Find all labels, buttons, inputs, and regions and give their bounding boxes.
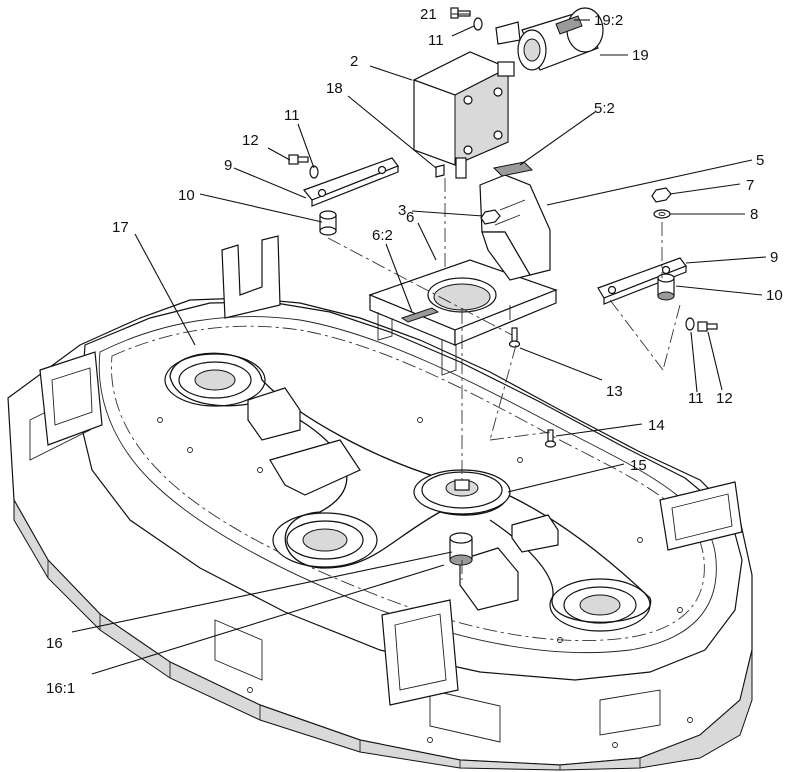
callout-13: 13: [606, 383, 623, 400]
callout-6-2: 6:2: [372, 227, 393, 244]
callout-labels: 21 19:2 11 19 2 18 5:2 11 12 9 5 10 7 3 …: [46, 6, 783, 697]
decal-5-2: [492, 161, 534, 177]
washer-11-left: [309, 165, 319, 179]
key-18: [435, 164, 445, 178]
bolt-14: [544, 429, 557, 448]
callout-21: 21: [420, 6, 437, 23]
deck-bracket-front-center: [381, 599, 459, 706]
callout-6: 6: [406, 209, 414, 226]
bolt-12-right: [697, 321, 718, 332]
belt-shield-center: [269, 439, 361, 496]
callout-10: 10: [178, 187, 195, 204]
belt-shield-right: [459, 547, 519, 611]
right-spindle-housing: [549, 578, 651, 632]
screw-21: [450, 7, 471, 19]
nut-7: [651, 187, 672, 203]
washer-8: [653, 209, 671, 219]
callout-15: 15: [630, 457, 647, 474]
spacer-16: [449, 532, 473, 566]
gearbox-2: [412, 51, 515, 179]
washer-11-top: [473, 17, 483, 31]
callout-11: 11: [428, 32, 444, 49]
callout-19: 19: [632, 47, 649, 64]
mower-deck-housing: [7, 235, 753, 771]
bushing-10-left: [319, 210, 337, 236]
callout-16-1: 16:1: [46, 680, 75, 697]
callout-18: 18: [326, 80, 343, 97]
callout-11: 11: [284, 107, 300, 124]
callout-3: 3: [398, 202, 406, 219]
bolt-12-left: [288, 154, 309, 165]
callout-2: 2: [350, 53, 358, 70]
bushing-10-right: [657, 273, 675, 301]
leader-lines: [71, 13, 767, 675]
callout-5-2: 5:2: [594, 100, 615, 117]
deck-bracket-left-rear: [221, 235, 281, 319]
callout-16: 16: [46, 635, 63, 652]
pivot-arm-9-left: [303, 157, 399, 207]
callout-8: 8: [750, 206, 758, 223]
center-spindle-housing: [272, 512, 378, 568]
callout-7: 7: [746, 177, 754, 194]
deck-bracket-left-front: [39, 351, 103, 446]
callout-9: 9: [224, 157, 232, 174]
actuator-19: [495, 7, 604, 71]
callout-5: 5: [756, 152, 764, 169]
callout-12: 12: [242, 132, 259, 149]
washer-11-right: [685, 317, 695, 331]
callout-10: 10: [766, 287, 783, 304]
callout-17: 17: [112, 219, 129, 236]
belt-shield-left: [247, 387, 301, 441]
nut-3: [480, 209, 501, 225]
belt-cover-5: [479, 161, 551, 281]
left-spindle-housing: [164, 353, 266, 407]
assembly-centerlines: [327, 178, 681, 580]
callout-12: 12: [716, 390, 733, 407]
pulley-15: [413, 469, 511, 515]
bolt-13: [508, 327, 521, 348]
callout-19-2: 19:2: [594, 12, 623, 29]
callout-9: 9: [770, 249, 778, 266]
decal-6-2: [400, 307, 440, 323]
callout-11: 11: [688, 390, 704, 407]
callout-14: 14: [648, 417, 665, 434]
deck-bracket-right-rear: [659, 481, 743, 551]
